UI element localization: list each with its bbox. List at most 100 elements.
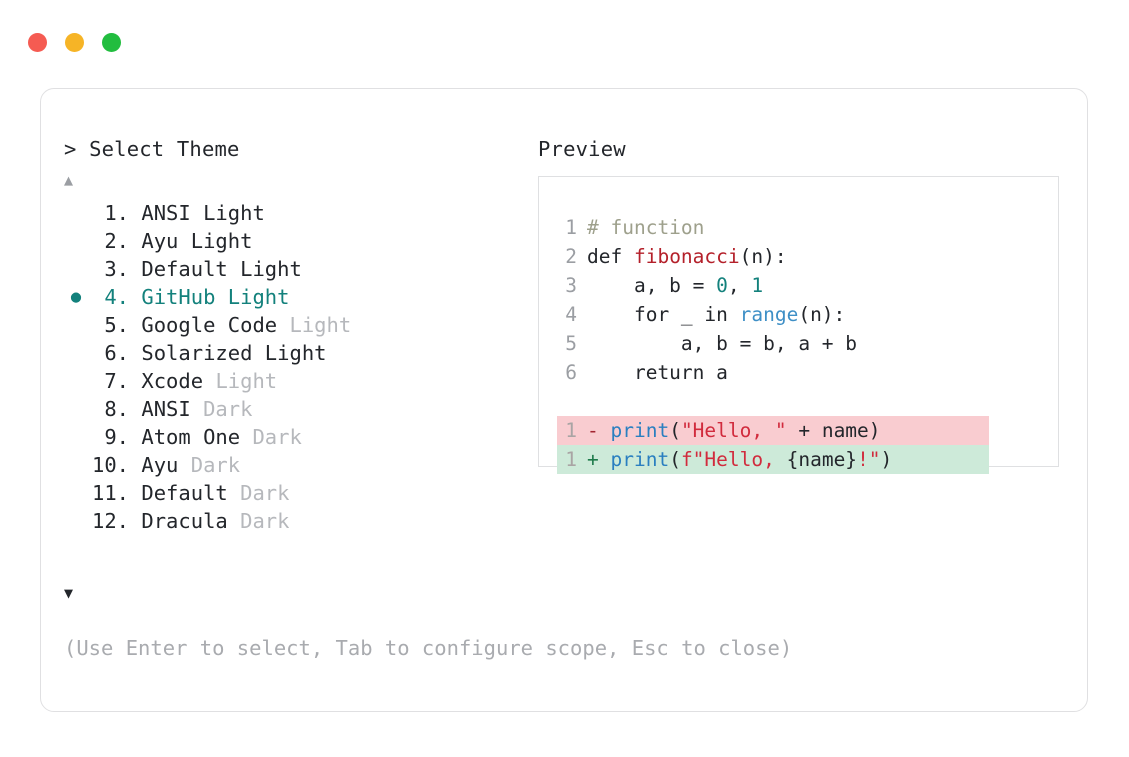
diff-removed-line: 1- print("Hello, " + name) <box>557 416 989 445</box>
theme-item-name: Default <box>141 481 241 505</box>
theme-item-name: Atom One <box>141 425 253 449</box>
diff-marker: + <box>587 448 611 471</box>
window-traffic-lights <box>28 33 121 52</box>
code-token: ( <box>669 419 681 442</box>
theme-list-item[interactable]: 12. Dracula Dark <box>64 507 504 535</box>
theme-item-number: 9. <box>92 425 142 449</box>
theme-item-number: 7. <box>92 369 142 393</box>
preview-title: Preview <box>538 137 626 161</box>
theme-item-name: Default <box>141 257 241 281</box>
scroll-down-arrow-icon[interactable]: ▼ <box>64 584 74 602</box>
line-number: 1 <box>565 419 577 442</box>
line-number: 4 <box>565 303 577 326</box>
theme-list-item[interactable]: 7. Xcode Light <box>64 367 504 395</box>
theme-item-name: Ayu <box>141 453 191 477</box>
theme-item-number: 1. <box>92 201 142 225</box>
theme-item-variant: Light <box>289 313 352 337</box>
theme-item-label: 1. ANSI Light <box>92 199 265 227</box>
diff-added-line: 1+ print(f"Hello, {name}!") <box>557 445 989 474</box>
code-token: def <box>587 245 634 268</box>
line-number: 2 <box>565 245 577 268</box>
theme-list-item[interactable]: 9. Atom One Dark <box>64 423 504 451</box>
code-token: range <box>739 303 799 326</box>
code-token: (n): <box>798 303 846 326</box>
theme-item-label: 11. Default Dark <box>92 479 290 507</box>
theme-list-item[interactable]: 1. ANSI Light <box>64 199 504 227</box>
theme-item-name: Ayu <box>141 229 191 253</box>
code-line: 3 a, b = 0, 1 <box>557 271 989 300</box>
code-token: ( <box>669 448 681 471</box>
maximize-dot[interactable] <box>102 33 121 52</box>
code-token: return a <box>587 361 728 384</box>
theme-item-label: 12. Dracula Dark <box>92 507 290 535</box>
theme-item-variant: Light <box>203 201 265 225</box>
theme-item-name: ANSI <box>141 397 204 421</box>
code-preview-panel: 1# function 2 def fibonacci (n): 3 a, b = 0,… <box>538 176 1059 474</box>
theme-item-variant: Light <box>215 369 278 393</box>
code-blank-line <box>557 387 989 416</box>
theme-item-variant: Dark <box>240 481 290 505</box>
theme-item-name: GitHub <box>141 285 228 309</box>
code-line: 1# function <box>557 213 989 242</box>
theme-item-label: 8. ANSI Dark <box>92 395 252 423</box>
theme-item-number: 8. <box>92 397 142 421</box>
theme-list-item[interactable]: 6. Solarized Light <box>64 339 504 367</box>
code-token: + name) <box>786 419 881 442</box>
code-token: {name} <box>786 448 858 471</box>
diff-marker: - <box>587 419 611 442</box>
theme-list-item[interactable]: 11. Default Dark <box>64 479 504 507</box>
selected-bullet-icon: ● <box>70 287 82 307</box>
keyboard-hint: (Use Enter to select, Tab to configure s… <box>64 636 793 660</box>
theme-list-item[interactable]: 2. Ayu Light <box>64 227 504 255</box>
theme-item-variant: Light <box>240 257 302 281</box>
theme-item-name: Google Code <box>141 313 290 337</box>
code-token: "Hello, " <box>680 419 787 442</box>
theme-item-label: 4. GitHub Light <box>92 283 289 311</box>
code-token: f"Hello, <box>680 448 787 471</box>
theme-list-item[interactable]: 5. Google Code Light <box>64 311 504 339</box>
line-number: 5 <box>565 332 577 355</box>
line-number: 1 <box>565 448 577 471</box>
line-number: 6 <box>565 361 577 384</box>
theme-list: 1. ANSI Light 2. Ayu Light 3. Default Li… <box>64 199 504 535</box>
theme-item-variant: Dark <box>203 397 253 421</box>
code-token: a, b = b, a + b <box>587 332 858 355</box>
theme-item-name: ANSI <box>141 201 204 225</box>
code-token: print <box>610 419 670 442</box>
theme-list-item[interactable]: 3. Default Light <box>64 255 504 283</box>
theme-item-label: 2. Ayu Light <box>92 227 252 255</box>
theme-item-label: 10. Ayu Dark <box>92 451 240 479</box>
code-token: !" <box>857 448 881 471</box>
theme-item-number: 4. <box>92 285 142 309</box>
theme-item-label: 6. Solarized Light <box>92 339 327 367</box>
theme-item-variant: Dark <box>252 425 302 449</box>
theme-item-label: 9. Atom One Dark <box>92 423 302 451</box>
theme-list-item[interactable]: 8. ANSI Dark <box>64 395 504 423</box>
theme-item-number: 6. <box>92 341 142 365</box>
theme-item-label: 5. Google Code Light <box>92 311 351 339</box>
code-line: 5 a, b = b, a + b <box>557 329 989 358</box>
theme-item-name: Dracula <box>141 509 241 533</box>
minimize-dot[interactable] <box>65 33 84 52</box>
theme-item-name: Solarized <box>141 341 265 365</box>
theme-item-label: 3. Default Light <box>92 255 302 283</box>
line-number: 1 <box>565 216 577 239</box>
theme-item-variant: Dark <box>240 509 290 533</box>
code-block: 1# function 2 def fibonacci (n): 3 a, b = 0,… <box>557 213 989 474</box>
theme-list-item[interactable]: ● 4. GitHub Light <box>64 283 504 311</box>
line-number: 3 <box>565 274 577 297</box>
theme-list-item[interactable]: 10. Ayu Dark <box>64 451 504 479</box>
theme-item-variant: Light <box>264 341 327 365</box>
close-dot[interactable] <box>28 33 47 52</box>
code-token: fibonacci <box>633 245 740 268</box>
code-token: 1 <box>751 274 764 297</box>
page-title: > Select Theme <box>64 137 240 161</box>
code-line: 4 for _ in range(n): <box>557 300 989 329</box>
theme-item-number: 5. <box>92 313 142 337</box>
theme-item-variant: Dark <box>190 453 241 477</box>
theme-item-number: 3. <box>92 257 142 281</box>
code-token: print <box>610 448 670 471</box>
code-token: , <box>727 274 752 297</box>
scroll-up-arrow-icon[interactable]: ▲ <box>64 171 74 189</box>
